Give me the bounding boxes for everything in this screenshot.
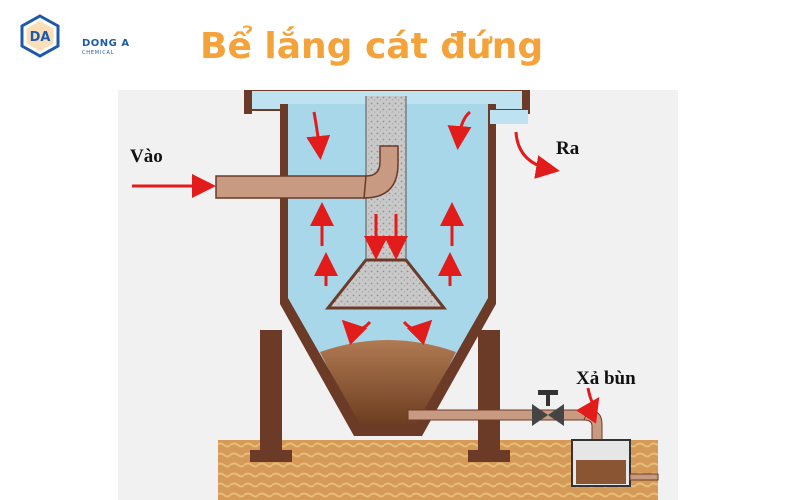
support-legs [250, 330, 510, 462]
flow-arrow-icon [306, 111, 331, 160]
flow-arrow-icon [402, 319, 433, 346]
logo-monogram: DA [30, 30, 51, 45]
inlet-label: Vào [130, 146, 163, 167]
inlet-pipe [215, 145, 399, 199]
flow-arrow-icon [341, 319, 372, 346]
outlet-label: Ra [556, 138, 580, 159]
sand-settling-tank-diagram: Vào Ra Xả bùn [118, 90, 678, 500]
flow-arrow-icon [447, 110, 472, 150]
sludge-arrow-icon [576, 387, 600, 424]
valve-icon [532, 390, 564, 426]
brand-subtitle: CHEMICAL [82, 50, 115, 56]
brand-logo: DA DONG A CHEMICAL [18, 14, 138, 62]
sump-sludge [576, 460, 626, 484]
sludge-discharge-label: Xả bùn [576, 368, 636, 389]
sludge-layer [320, 340, 456, 428]
outlet-arrow-icon [514, 131, 560, 179]
brand-name: DONG A [82, 38, 130, 49]
outlet-overflow [490, 110, 528, 124]
page-title: Bể lắng cát đứng [200, 26, 544, 67]
flow-arrows [132, 110, 600, 424]
hexagon-logo-icon: DA [20, 14, 60, 58]
